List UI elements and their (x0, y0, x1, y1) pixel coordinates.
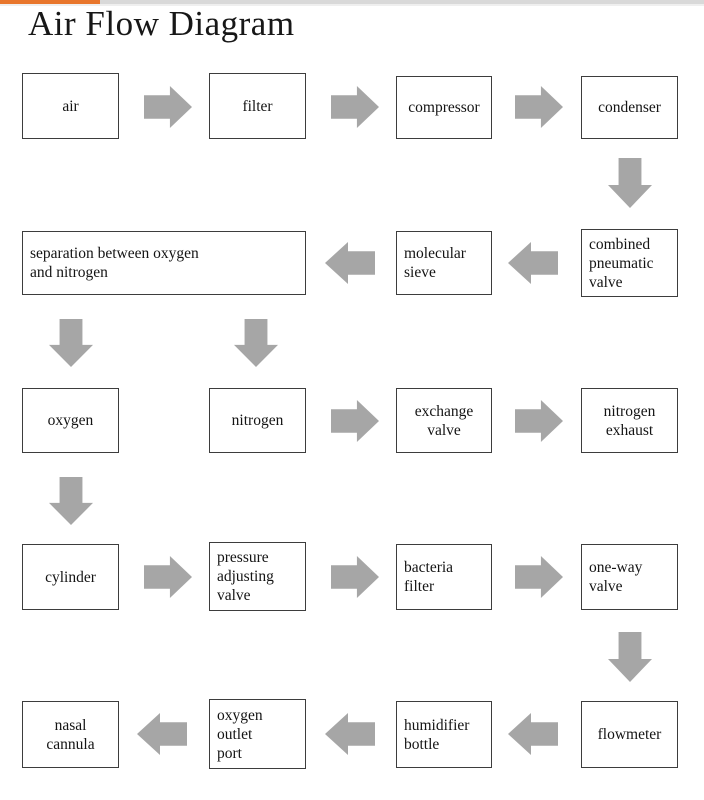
node-label-nitrogen-exhaust: nitrogen exhaust (603, 402, 656, 439)
node-flowmeter[interactable]: flowmeter (581, 701, 678, 768)
node-label-exchange-valve: exchange valve (414, 402, 474, 439)
node-combined-pneumatic-valve[interactable]: combined pneumatic valve (581, 229, 678, 297)
node-label-pressure-adjusting-valve: pressure adjusting valve (217, 549, 274, 604)
header-rule (0, 0, 704, 4)
arrow-down-oxygen-to-cylinder (49, 477, 93, 525)
node-air[interactable]: air (22, 73, 119, 139)
node-label-flowmeter: flowmeter (597, 726, 662, 743)
node-pressure-adjusting-valve[interactable]: pressure adjusting valve (209, 542, 306, 611)
node-label-condenser: condenser (598, 99, 661, 116)
node-nitrogen-exhaust[interactable]: nitrogen exhaust (581, 388, 678, 453)
node-label-humidifier-bottle: humidifier bottle (404, 716, 470, 753)
arrow-right-bacteria-filter-to-one-way-valve (515, 556, 563, 598)
arrow-right-compressor-to-condenser (515, 86, 563, 128)
arrow-right-nitrogen-to-exchange-valve (331, 400, 379, 442)
node-label-filter: filter (242, 97, 273, 115)
node-label-bacteria-filter: bacteria filter (404, 559, 454, 595)
arrow-left-flowmeter-to-humidifier-bottle (508, 713, 558, 755)
node-label-compressor: compressor (408, 99, 480, 116)
arrow-down-one-way-valve-to-flowmeter (608, 632, 652, 682)
arrow-left-combined-pneumatic-valve-to-molecular-sieve (508, 242, 558, 284)
arrow-right-air-to-filter (144, 86, 192, 128)
node-oxygen[interactable]: oxygen (22, 388, 119, 453)
node-label-nasal-cannula: nasal cannula (46, 716, 95, 753)
node-label-one-way-valve: one-way valve (589, 559, 643, 595)
node-label-oxygen-outlet-port: oxygen outlet port (217, 706, 263, 762)
node-humidifier-bottle[interactable]: humidifier bottle (396, 701, 492, 768)
node-nitrogen[interactable]: nitrogen (209, 388, 306, 453)
arrow-right-filter-to-compressor (331, 86, 379, 128)
arrow-down-separation-to-nitrogen (234, 319, 278, 367)
node-condenser[interactable]: condenser (581, 76, 678, 139)
node-label-molecular-sieve: molecular sieve (404, 245, 466, 281)
arrow-down-condenser-to-combined-pneumatic-valve (608, 158, 652, 208)
arrow-down-separation-to-oxygen (49, 319, 93, 367)
header-rule-thin (0, 4, 704, 6)
node-exchange-valve[interactable]: exchange valve (396, 388, 492, 453)
arrow-right-exchange-valve-to-nitrogen-exhaust (515, 400, 563, 442)
header-accent-bar (0, 0, 100, 4)
node-label-separation: separation between oxygen and nitrogen (30, 245, 199, 281)
node-oxygen-outlet-port[interactable]: oxygen outlet port (209, 699, 306, 769)
node-filter[interactable]: filter (209, 73, 306, 139)
node-nasal-cannula[interactable]: nasal cannula (22, 701, 119, 768)
node-cylinder[interactable]: cylinder (22, 544, 119, 610)
node-label-nitrogen: nitrogen (231, 412, 284, 429)
arrow-right-cylinder-to-pressure-adjusting-valve (144, 556, 192, 598)
node-bacteria-filter[interactable]: bacteria filter (396, 544, 492, 610)
node-label-cylinder: cylinder (45, 568, 96, 586)
arrow-right-pressure-adjusting-valve-to-bacteria-filter (331, 556, 379, 598)
node-separation[interactable]: separation between oxygen and nitrogen (22, 231, 306, 295)
arrow-left-humidifier-bottle-to-oxygen-outlet-port (325, 713, 375, 755)
node-label-air: air (62, 97, 79, 115)
node-label-oxygen: oxygen (47, 412, 94, 429)
page-title: Air Flow Diagram (28, 4, 295, 43)
node-label-combined-pneumatic-valve: combined pneumatic valve (589, 235, 654, 291)
node-molecular-sieve[interactable]: molecular sieve (396, 231, 492, 295)
arrow-left-oxygen-outlet-port-to-nasal-cannula (137, 713, 187, 755)
node-one-way-valve[interactable]: one-way valve (581, 544, 678, 610)
node-compressor[interactable]: compressor (396, 76, 492, 139)
arrow-left-molecular-sieve-to-separation (325, 242, 375, 284)
